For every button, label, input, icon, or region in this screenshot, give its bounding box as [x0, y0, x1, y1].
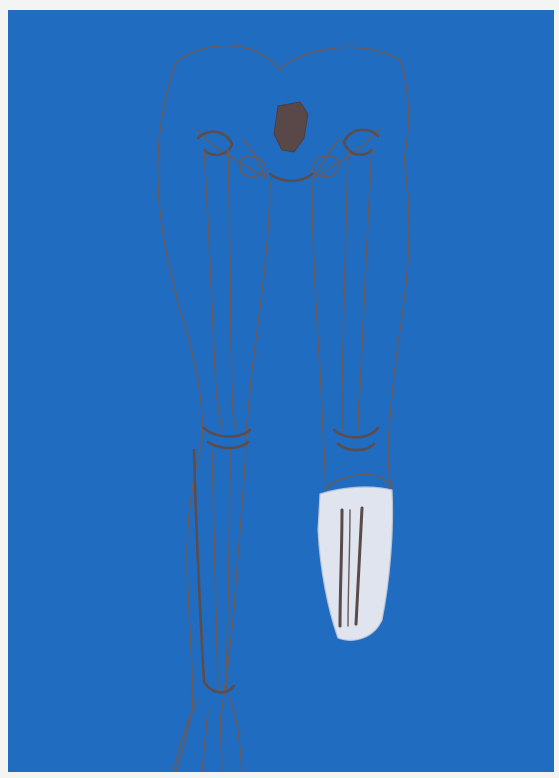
left-tibia [212, 450, 230, 690]
lower-body-skeleton-drawing [8, 10, 554, 772]
right-thigh-outer-contour [388, 160, 409, 490]
pubic-symphysis [270, 174, 312, 181]
left-fibula [194, 450, 204, 682]
left-foot [174, 698, 242, 772]
hip-joint-right [344, 130, 378, 155]
left-thigh-inner-contour [222, 180, 270, 710]
left-knee [204, 428, 250, 448]
obturator-left [240, 156, 266, 177]
left-femur [204, 150, 236, 430]
right-thigh-inner-contour [312, 180, 326, 490]
sacrum [274, 102, 308, 152]
hip-joint-left [198, 132, 232, 155]
right-femur [342, 150, 372, 430]
right-knee [334, 428, 378, 450]
illustration-panel [8, 10, 554, 772]
left-ankle [204, 682, 234, 692]
